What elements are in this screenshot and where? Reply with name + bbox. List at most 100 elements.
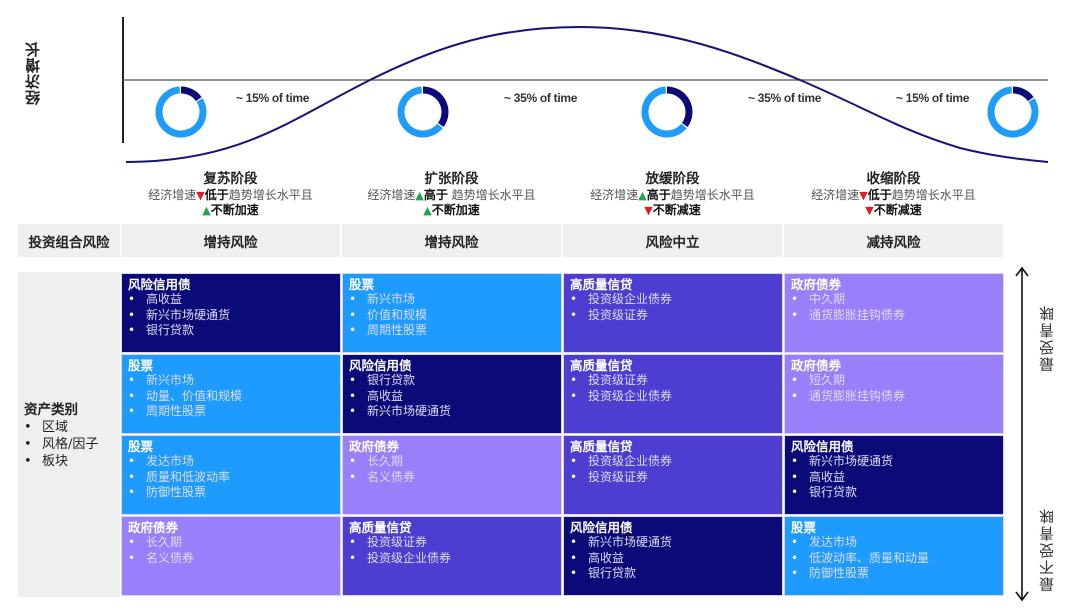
risk-cell-slowdown: 风险中立 xyxy=(563,224,782,257)
desc-prefix: 经济增速 xyxy=(590,188,639,202)
asset-cell-item: 投资级证券 xyxy=(570,308,776,324)
growth-curve xyxy=(125,25,1049,163)
asset-cell-title: 风险信用债 xyxy=(349,358,412,373)
asset-cell-item: 防御性股票 xyxy=(128,485,334,501)
asset-cell-item: 长久期 xyxy=(349,454,555,470)
asset-cell-item: 新兴市场硬通货 xyxy=(570,535,776,551)
asset-cell-item: 高收益 xyxy=(128,292,334,308)
phase-momentum: ▲不断加速 xyxy=(341,203,562,218)
asset-cell-item: 发达市场 xyxy=(791,535,997,551)
donut-share-segment xyxy=(180,86,202,102)
asset-class-label: 资产类别 区域 风格/因子 板块 xyxy=(24,402,98,470)
asset-cell-title: 政府债券 xyxy=(128,520,179,535)
phase-share-label-recovery: ~ 15% of time xyxy=(236,91,310,105)
desc-comparison: 低于 xyxy=(867,188,892,202)
asset-cell-item: 低波动率、质量和动量 xyxy=(791,551,997,567)
phase-recovery: 复苏阶段经济增速▼低于趋势增长水平且▲不断加速 xyxy=(120,170,341,218)
phase-momentum: ▼不断减速 xyxy=(783,203,1004,218)
asset-class-title: 资产类别 xyxy=(24,402,78,418)
asset-cell-title: 风险信用债 xyxy=(791,439,854,454)
phase-momentum: ▲不断加速 xyxy=(120,203,341,218)
asset-cell-title: 高质量信贷 xyxy=(349,520,412,535)
preference-arrow xyxy=(1015,266,1029,602)
asset-cell-item: 银行贷款 xyxy=(570,566,776,582)
phase-name: 复苏阶段 xyxy=(203,171,258,187)
asset-cell-item: 银行贷款 xyxy=(791,485,997,501)
asset-cell-item: 新兴市场硬通货 xyxy=(128,308,334,324)
asset-cell-title: 风险信用债 xyxy=(570,520,633,535)
asset-cell-item: 投资级企业债券 xyxy=(570,454,776,470)
donut-remaining-segment xyxy=(641,86,687,138)
asset-cell-item: 银行贷款 xyxy=(128,323,334,339)
asset-cell: 政府债券长久期名义债券 xyxy=(121,516,341,596)
risk-row-label: 投资组合风险 xyxy=(18,224,120,257)
asset-cell-item: 名义债券 xyxy=(128,551,334,567)
phase-description: 经济增速▼低于趋势增长水平且 xyxy=(783,188,1004,203)
phase-momentum: ▼不断减速 xyxy=(562,203,783,218)
phase-slowdown: 放缓阶段经济增速▲高于趋势增长水平且▼不断减速 xyxy=(562,170,783,218)
risk-cell-recovery: 增持风险 xyxy=(121,224,340,257)
asset-cell: 风险信用债银行贷款高收益新兴市场硬通货 xyxy=(342,354,562,434)
asset-cell-title: 高质量信贷 xyxy=(570,277,633,292)
phase-expansion: 扩张阶段经济增速▲高于 趋势增长水平且▲不断加速 xyxy=(341,170,562,218)
momentum-text: 不断加速 xyxy=(210,203,259,217)
asset-cell-item: 高收益 xyxy=(570,551,776,567)
triangle-up-icon: ▲ xyxy=(423,204,432,217)
asset-cell-title: 政府债券 xyxy=(791,358,842,373)
asset-cell-item: 发达市场 xyxy=(128,454,334,470)
triangle-down-icon: ▼ xyxy=(859,189,868,202)
asset-cell-item: 投资级证券 xyxy=(570,470,776,486)
asset-cell-title: 高质量信贷 xyxy=(570,358,633,373)
asset-cell-item: 质量和低波动率 xyxy=(128,470,334,486)
asset-cell-item: 投资级企业债券 xyxy=(349,551,555,567)
desc-suffix: 趋势增长水平且 xyxy=(228,188,313,202)
asset-cell-item: 长久期 xyxy=(128,535,334,551)
business-cycle-chart xyxy=(122,17,1049,163)
momentum-text: 不断加速 xyxy=(431,203,480,217)
asset-cell: 股票新兴市场动量、价值和规模周期性股票 xyxy=(121,354,341,434)
asset-cell-item: 投资级企业债券 xyxy=(570,292,776,308)
asset-cell-item: 投资级企业债券 xyxy=(570,389,776,405)
asset-cell-title: 股票 xyxy=(791,520,817,535)
phase-share-label-contraction: ~ 15% of time xyxy=(896,91,970,105)
phase-name: 放缓阶段 xyxy=(645,171,700,187)
triangle-down-icon: ▼ xyxy=(865,204,874,217)
asset-cell-item: 新兴市场硬通货 xyxy=(349,404,555,420)
phase-name: 扩张阶段 xyxy=(424,171,479,187)
donut-remaining-segment xyxy=(155,86,207,138)
asset-cell-title: 高质量信贷 xyxy=(570,439,633,454)
desc-comparison: 低于 xyxy=(204,188,229,202)
asset-cell-title: 股票 xyxy=(349,277,375,292)
asset-cell-item: 防御性股票 xyxy=(791,566,997,582)
asset-cell: 风险信用债新兴市场硬通货高收益银行贷款 xyxy=(784,435,1004,515)
phase-name: 收缩阶段 xyxy=(866,171,921,187)
desc-suffix: 趋势增长水平且 xyxy=(447,188,536,202)
asset-cell-item: 通货膨胀挂钩债券 xyxy=(791,389,997,405)
asset-cell-title: 股票 xyxy=(128,358,154,373)
momentum-text: 不断减速 xyxy=(873,203,922,217)
donut-share-segment xyxy=(422,86,449,127)
donut-share-segment xyxy=(666,86,693,127)
risk-cell-contraction: 减持风险 xyxy=(784,224,1003,257)
asset-cell-item: 投资级证券 xyxy=(349,535,555,551)
least-favored-label: 最不受青睐 xyxy=(1038,507,1056,592)
donut-remaining-segment xyxy=(987,86,1039,138)
triangle-up-icon: ▲ xyxy=(202,204,211,217)
asset-cell: 政府债券长久期名义债券 xyxy=(342,435,562,515)
asset-cell-item: 新兴市场 xyxy=(349,292,555,308)
momentum-text: 不断减速 xyxy=(652,203,701,217)
asset-cell-item: 高收益 xyxy=(349,389,555,405)
asset-cell-title: 股票 xyxy=(128,439,154,454)
asset-cell-item: 周期性股票 xyxy=(349,323,555,339)
asset-cell-title: 政府债券 xyxy=(791,277,842,292)
asset-cell: 风险信用债高收益新兴市场硬通货银行贷款 xyxy=(121,273,341,353)
phase-contraction: 收缩阶段经济增速▼低于趋势增长水平且▼不断减速 xyxy=(783,170,1004,218)
asset-cell: 政府债券短久期通货膨胀挂钩债券 xyxy=(784,354,1004,434)
desc-comparison: 高于 xyxy=(646,188,671,202)
asset-cell-title: 风险信用债 xyxy=(128,277,191,292)
asset-class-item: 区域 xyxy=(24,419,98,436)
asset-cell: 风险信用债新兴市场硬通货高收益银行贷款 xyxy=(563,516,783,596)
asset-cell: 高质量信贷投资级企业债券投资级证券 xyxy=(563,273,783,353)
asset-cell-item: 新兴市场硬通货 xyxy=(791,454,997,470)
triangle-down-icon: ▼ xyxy=(644,204,653,217)
